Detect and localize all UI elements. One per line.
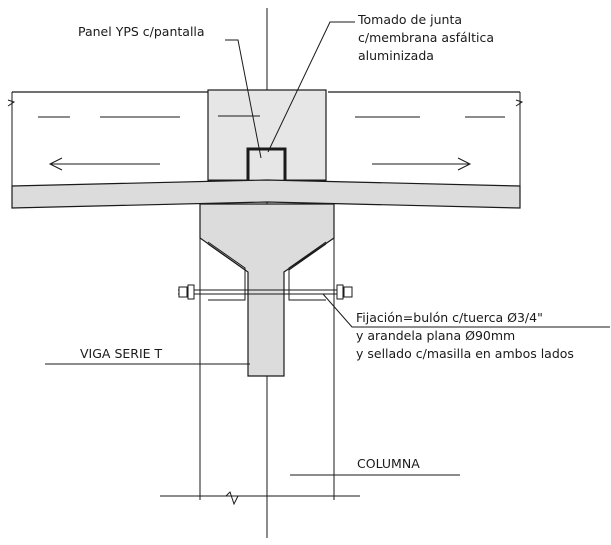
deck-sheet [11,179,521,209]
label-column: COLUMNA [357,456,420,471]
label-joint-1: Tomado de junta [357,12,462,27]
bracket-right [288,243,327,301]
label-fixing-2: y arandela plana Ø90mm [356,328,515,343]
label-beam: VIGA SERIE T [80,346,163,361]
label-joint-3: aluminizada [358,48,434,63]
joint-cover-block [207,89,327,183]
bracket-left [207,243,246,301]
break-symbol [225,491,239,506]
leader-panel [225,39,262,159]
roof-panel-left [7,91,210,208]
label-joint-2: c/membrana asfáltica [358,30,494,45]
label-panel: Panel YPS c/pantalla [78,24,205,39]
leader-joint [267,21,355,153]
leader-fixing [322,293,610,328]
label-fixing-3: y sellado c/masilla en ambos lados [356,346,574,361]
label-fixing-1: Fijación=bulón c/tuerca Ø3/4" [356,310,543,325]
